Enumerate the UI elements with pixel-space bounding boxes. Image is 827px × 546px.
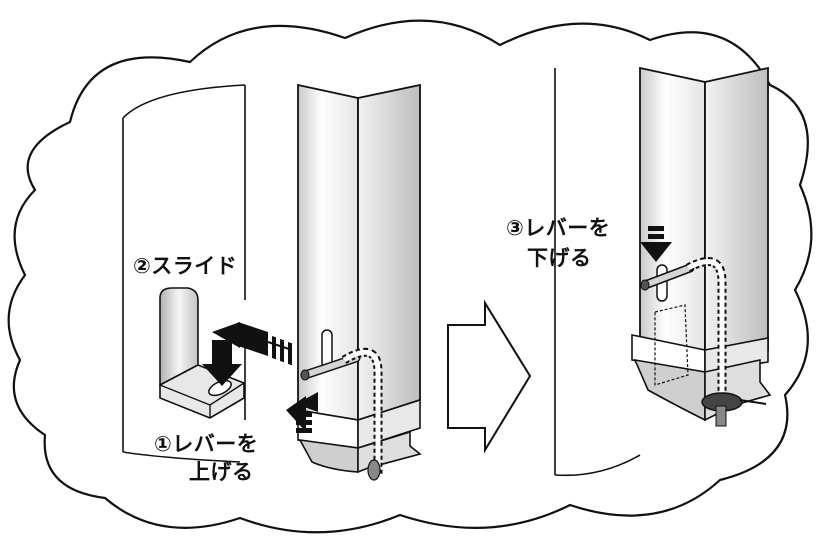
down-arrow-right [640, 226, 672, 262]
down-arrow-bracket [202, 340, 242, 386]
wall-panel-left [122, 84, 246, 463]
step2-label: ②スライド [133, 254, 238, 278]
slide-arrow [212, 322, 292, 366]
pillar-left [297, 83, 422, 481]
wall-panel-right [554, 68, 641, 477]
step1-label-line2: 上げる [189, 460, 254, 484]
up-arrow [286, 392, 318, 433]
pillar-right [631, 66, 772, 427]
step3-label-line1: ③レバーを [506, 216, 611, 240]
step3-label-line2: 下げる [527, 246, 592, 270]
next-step-arrow [447, 299, 532, 454]
step1-label-line1: ①レバーを [154, 432, 259, 456]
slide-line [267, 341, 293, 351]
